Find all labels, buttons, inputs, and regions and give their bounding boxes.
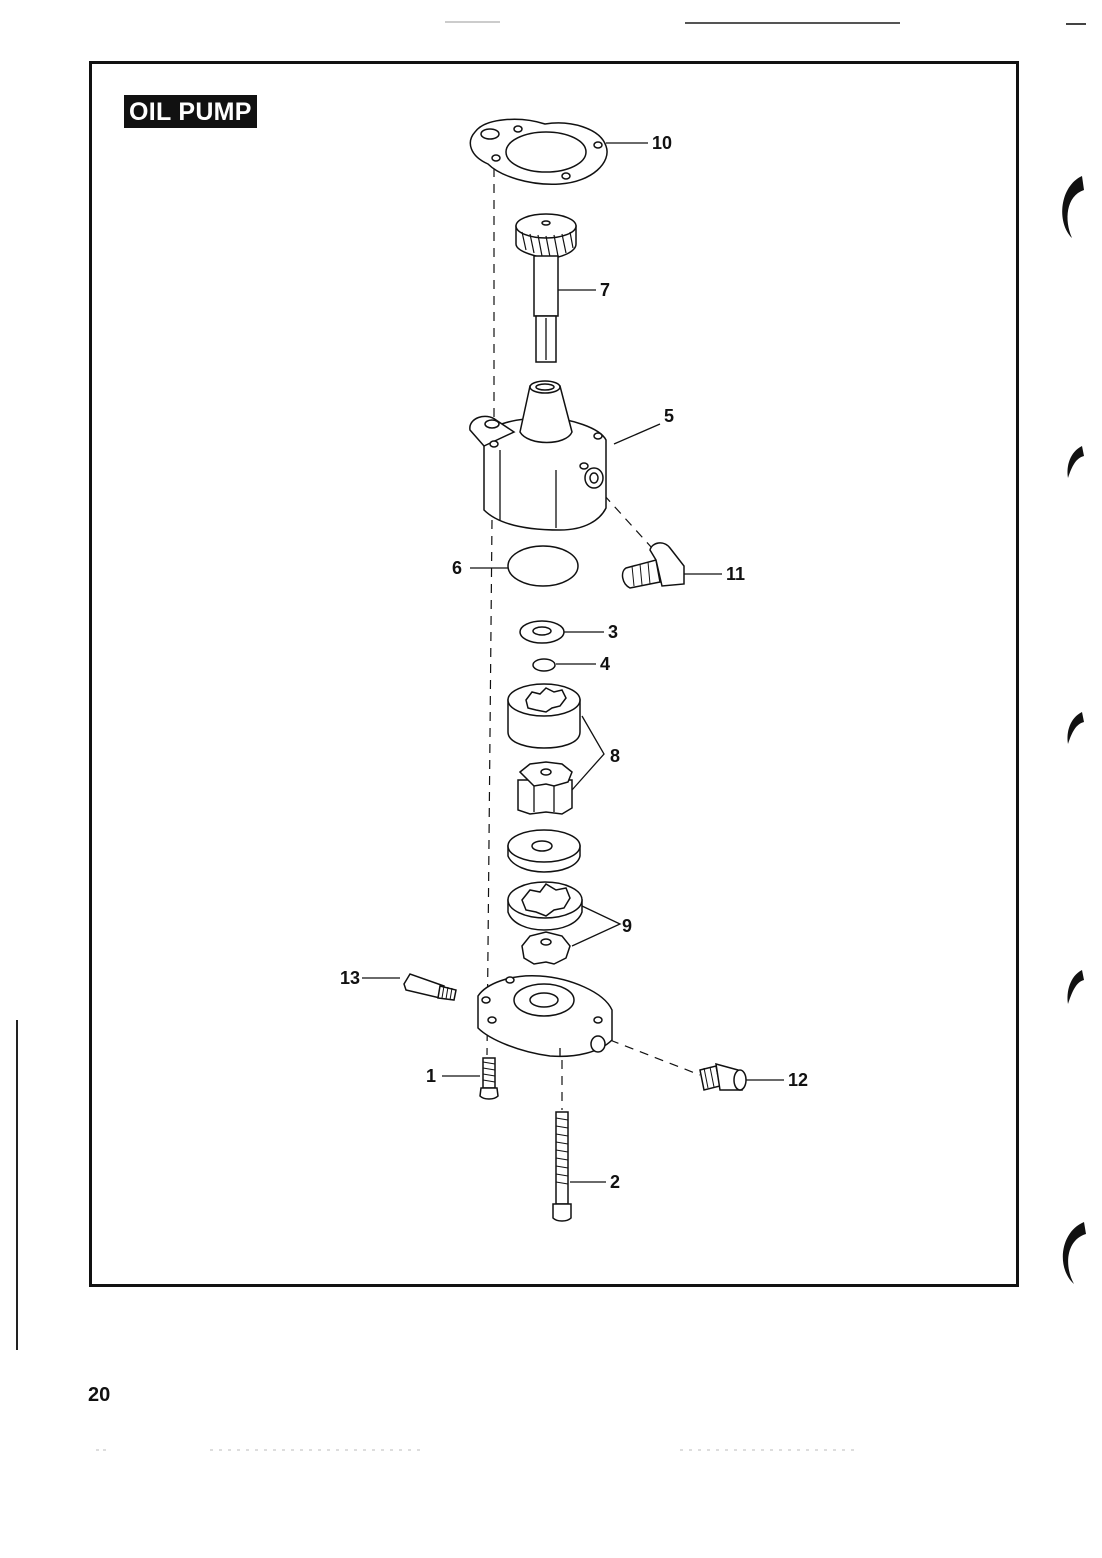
cover-gasket-part (469, 118, 608, 185)
pump-cover-part (477, 975, 613, 1058)
scavenge-rotor-outer-part (507, 881, 583, 931)
callout-2: 2 (610, 1172, 620, 1192)
washer-part (519, 620, 565, 644)
scavenge-rotor-inner-part (521, 931, 571, 965)
short-screw-part (479, 1057, 499, 1100)
diagram-frame (89, 61, 1019, 1287)
hose-fitting-part (403, 973, 457, 1001)
callout-10: 10 (652, 133, 672, 153)
leader-line (571, 905, 622, 947)
callout-8: 8 (610, 746, 620, 766)
callout-3: 3 (608, 622, 618, 642)
separator-plate-part (507, 829, 581, 873)
feed-rotor-inner-part (517, 761, 573, 815)
alignment-line (486, 519, 493, 1056)
callout-5: 5 (664, 406, 674, 426)
callout-11: 11 (726, 564, 745, 584)
elbow-fitting-part (621, 542, 685, 589)
page-number: 20 (88, 1384, 111, 1406)
leader-line (571, 715, 605, 791)
o-ring-part (507, 545, 579, 587)
alignment-line (603, 494, 653, 549)
binder-mark (1062, 176, 1084, 238)
drive-gear-shaft-part (515, 213, 577, 363)
callout-12: 12 (788, 1070, 808, 1090)
leader-line (613, 423, 661, 445)
pump-body-part (469, 380, 607, 531)
binder-mark (1067, 712, 1084, 744)
feed-rotor-outer-part (507, 683, 581, 749)
diagram-title: OIL PUMP (124, 95, 257, 128)
binder-mark (1067, 446, 1084, 478)
retaining-ring-part (532, 658, 556, 672)
callout-1: 1 (426, 1066, 436, 1086)
callout-6: 6 (452, 558, 462, 578)
check-valve-fitting-part (699, 1062, 747, 1091)
binder-mark (1062, 1222, 1086, 1284)
callout-7: 7 (600, 280, 610, 300)
callout-9: 9 (622, 916, 632, 936)
long-screw-part (552, 1111, 572, 1222)
callout-4: 4 (600, 654, 610, 674)
callout-13: 13 (340, 968, 360, 988)
alignment-line (609, 1039, 701, 1076)
binder-mark (1067, 970, 1084, 1004)
